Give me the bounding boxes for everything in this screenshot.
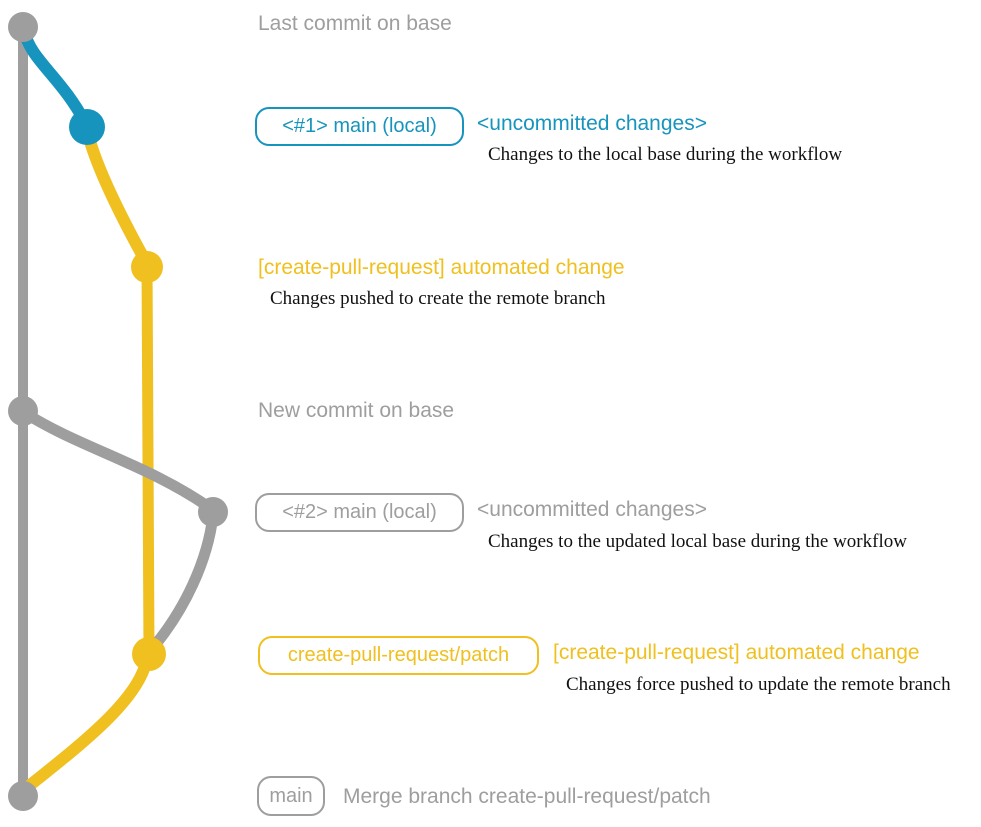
branch-badge-create-pull-request-patch: create-pull-request/patch (258, 636, 539, 675)
edge-base2-to-main2 (19, 407, 219, 516)
branch-badge-main-local-1: <#1> main (local) (255, 107, 464, 146)
edge-main1-to-patch1 (81, 124, 152, 268)
branch-badge-main-local-2: <#2> main (local) (255, 493, 464, 532)
commit-node-main2 (198, 497, 228, 527)
patch-branch-line (141, 258, 155, 658)
commit-message-merge-branch: Merge branch create-pull-request/patch (343, 785, 711, 808)
commit-node-patch2 (132, 637, 166, 671)
commit-node-main1 (69, 109, 105, 145)
commit-message-automated-change-2: [create-pull-request] automated change (553, 641, 920, 664)
annotation-last-commit-on-base: Last commit on base (258, 12, 452, 35)
commit-node-new-base (8, 396, 38, 426)
annotation-new-commit-on-base: New commit on base (258, 399, 455, 422)
edge-main2-to-patch2 (145, 509, 219, 656)
note-pushed-create-remote-branch: Changes pushed to create the remote bran… (270, 288, 606, 309)
note-force-pushed-update-remote-branch: Changes force pushed to update the remot… (566, 674, 951, 695)
commit-message-uncommitted-2: <uncommitted changes> (477, 498, 707, 521)
branch-badge-main-merge: main (257, 776, 325, 816)
note-updated-local-base-changes: Changes to the updated local base during… (488, 531, 907, 552)
commit-node-last-base (8, 12, 38, 42)
note-local-base-changes-1: Changes to the local base during the wor… (488, 144, 843, 165)
commit-graph (8, 12, 228, 811)
commit-node-patch1 (131, 251, 163, 283)
commit-node-merge (8, 781, 38, 811)
commit-message-uncommitted-1: <uncommitted changes> (477, 112, 707, 135)
edge-patch2-to-merge (18, 652, 153, 796)
edge-base-to-main1 (18, 24, 92, 130)
commit-message-automated-change-1: [create-pull-request] automated change (258, 256, 625, 279)
